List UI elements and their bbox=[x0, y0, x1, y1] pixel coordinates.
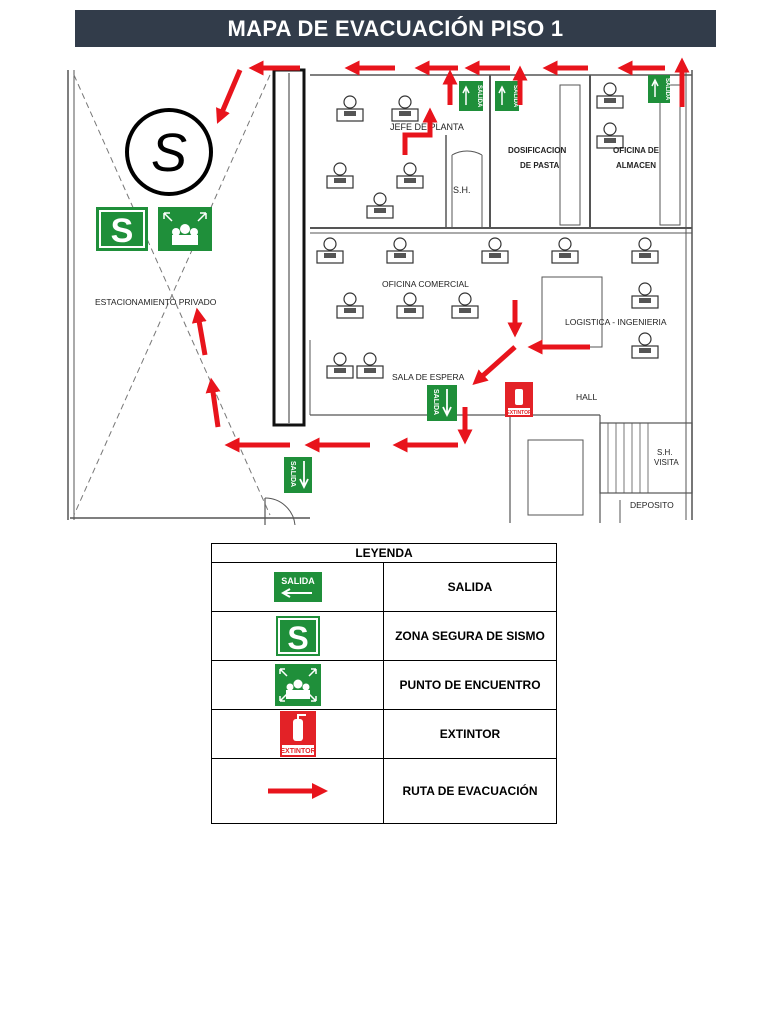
label-hall: HALL bbox=[576, 392, 598, 402]
label-almacen-2: ALMACEN bbox=[616, 161, 656, 170]
label-espera: SALA DE ESPERA bbox=[392, 372, 465, 382]
label-dosificacion-1: DOSIFICACION bbox=[508, 146, 566, 155]
legend-symbol-ruta bbox=[211, 758, 384, 824]
legend-row-extintor: EXTINTOR EXTINTOR bbox=[211, 709, 557, 759]
extintor-sign-plan: EXTINTOR bbox=[505, 382, 533, 417]
encuentro-sign-plan bbox=[158, 207, 212, 251]
legend-symbol-salida: SALIDA bbox=[211, 562, 384, 612]
label-comercial: OFICINA COMERCIAL bbox=[382, 279, 469, 289]
salida-sign-plan-3: SALIDA bbox=[648, 75, 670, 103]
sismo-letter: S bbox=[151, 123, 187, 183]
label-sh-visita-2: VISITA bbox=[654, 458, 679, 467]
svg-text:EXTINTOR: EXTINTOR bbox=[280, 748, 315, 755]
legend-table: LEYENDA SALIDA SALIDA S ZONA SEGURA DE S… bbox=[211, 543, 557, 824]
svg-text:S: S bbox=[287, 620, 308, 656]
legend-header: LEYENDA bbox=[211, 543, 557, 563]
safe-zone-circle: S bbox=[125, 108, 213, 196]
legend-label-encuentro: PUNTO DE ENCUENTRO bbox=[383, 660, 557, 710]
salida-sign-plan-2: SALIDA bbox=[495, 81, 519, 111]
salida-sign-plan-1: SALIDA bbox=[459, 81, 483, 111]
legend-symbol-sismo: S bbox=[211, 611, 384, 661]
legend-row-sismo: S ZONA SEGURA DE SISMO bbox=[211, 611, 557, 661]
legend-label-ruta: RUTA DE EVACUACIÓN bbox=[383, 758, 557, 824]
sismo-sign-plan: S bbox=[96, 207, 148, 251]
svg-text:EXTINTOR: EXTINTOR bbox=[506, 410, 532, 416]
furniture bbox=[316, 82, 659, 379]
legend-label-extintor: EXTINTOR bbox=[383, 709, 557, 759]
walls bbox=[67, 68, 693, 525]
svg-text:S: S bbox=[111, 212, 134, 250]
legend-row-encuentro: PUNTO DE ENCUENTRO bbox=[211, 660, 557, 710]
label-almacen-1: OFICINA DE bbox=[613, 146, 660, 155]
legend-label-sismo: ZONA SEGURA DE SISMO bbox=[383, 611, 557, 661]
label-estacionamiento: ESTACIONAMIENTO PRIVADO bbox=[95, 297, 217, 307]
svg-text:SALIDA: SALIDA bbox=[664, 78, 670, 101]
legend-label-salida: SALIDA bbox=[383, 562, 557, 612]
legend-row-salida: SALIDA SALIDA bbox=[211, 562, 557, 612]
label-deposito: DEPOSITO bbox=[630, 500, 674, 510]
svg-text:SALIDA: SALIDA bbox=[289, 461, 296, 487]
svg-text:SALIDA: SALIDA bbox=[476, 85, 482, 108]
legend-symbol-encuentro bbox=[211, 660, 384, 710]
svg-text:SALIDA: SALIDA bbox=[281, 576, 315, 586]
svg-text:SALIDA: SALIDA bbox=[512, 85, 518, 108]
label-jefe: JEFE DE PLANTA bbox=[390, 122, 464, 132]
label-dosificacion-2: DE PASTA bbox=[520, 161, 559, 170]
legend-symbol-extintor: EXTINTOR bbox=[211, 709, 384, 759]
salida-sign-plan-5: SALIDA bbox=[284, 457, 312, 493]
label-sh-visita-1: S.H. bbox=[657, 448, 673, 457]
svg-text:SALIDA: SALIDA bbox=[432, 389, 439, 415]
page-title: MAPA DE EVACUACIÓN PISO 1 bbox=[75, 10, 716, 47]
label-logistica: LOGISTICA - INGENIERIA bbox=[565, 317, 667, 327]
room-labels: JEFE DE PLANTA DOSIFICACION DE PASTA OFI… bbox=[95, 122, 679, 510]
floor-plan: JEFE DE PLANTA DOSIFICACION DE PASTA OFI… bbox=[60, 55, 700, 525]
label-sh: S.H. bbox=[453, 185, 471, 195]
legend-row-ruta: RUTA DE EVACUACIÓN bbox=[211, 758, 557, 824]
salida-sign-plan-4: SALIDA bbox=[427, 385, 457, 421]
evacuation-routes bbox=[191, 57, 690, 453]
